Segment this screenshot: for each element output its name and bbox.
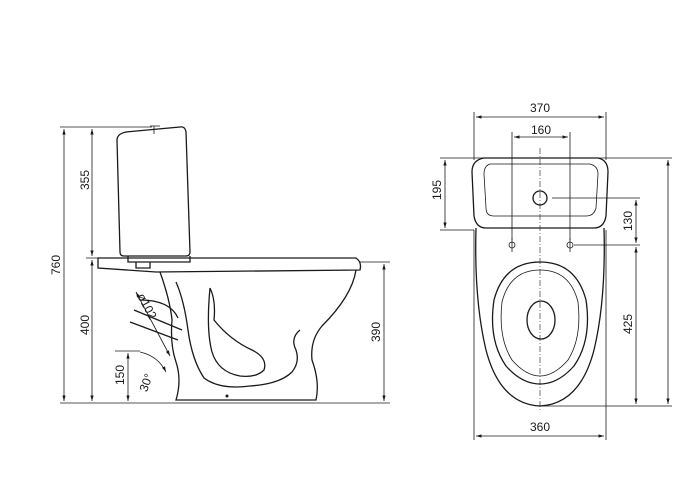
cistern-tank-outline: [116, 126, 191, 257]
hinge-hole-left: [508, 238, 516, 252]
tank-top-inner: [483, 163, 599, 217]
dim-bowl-width: 360: [530, 420, 550, 434]
bowl-rim: [97, 257, 362, 273]
dim-line-outlet-diameter: [135, 291, 171, 357]
dim-tank-width: 370: [530, 101, 550, 115]
hinge-hole-right: [566, 238, 574, 252]
dim-total-height: 760: [49, 255, 63, 275]
drain-dot: [225, 394, 229, 398]
tank-top-outline: [471, 157, 609, 229]
dim-tank-height: 355: [78, 170, 92, 190]
dim-arc-outlet-angle: [139, 351, 167, 373]
dim-outlet-angle: 30°: [137, 372, 156, 394]
top-view: 370 160 195 130 425 360: [430, 101, 672, 440]
dim-outlet-diameter: ø102: [134, 291, 159, 322]
trapway-contour: [175, 281, 301, 388]
outlet-pipe: [129, 299, 183, 341]
drain-hole: [526, 300, 556, 340]
tank-base-bracket: [127, 256, 191, 269]
dim-hinge-offset: 130: [621, 211, 635, 231]
dim-seat-height: 390: [369, 322, 383, 342]
flush-button: [150, 125, 160, 134]
bowl-outer-contour: [159, 269, 357, 401]
dim-bowl-height: 400: [78, 315, 92, 335]
side-view: 760 355 400 390 150 ø102 30°: [49, 125, 390, 404]
dim-bowl-length: 425: [621, 314, 635, 334]
dim-hole-spacing: 160: [531, 123, 551, 137]
dim-outlet-height: 150: [113, 365, 127, 385]
dim-tank-depth: 195: [430, 180, 444, 200]
